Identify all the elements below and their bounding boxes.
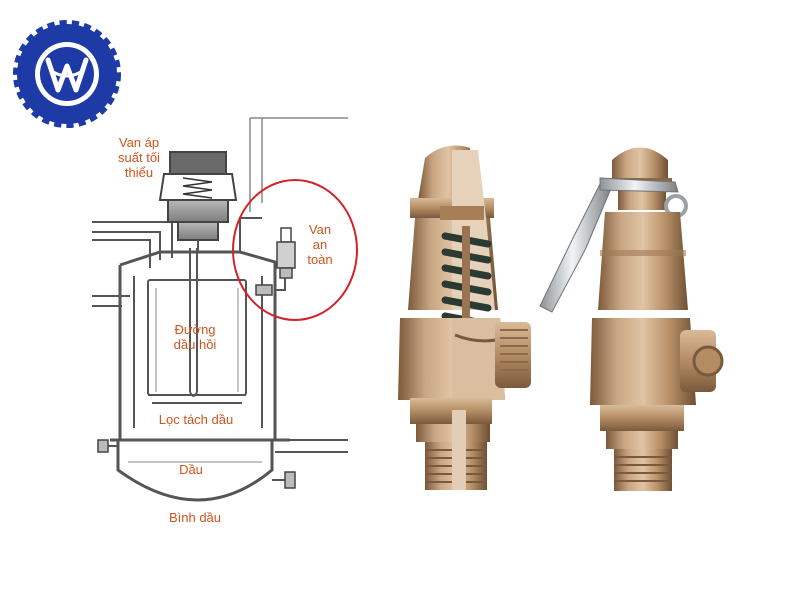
compressor-oil-diagram [92,117,348,502]
label-min-pressure-valve: Van áp suất tối thiểu [118,135,160,180]
safety-valve-highlight [232,179,358,321]
cutaway-safety-valve [398,145,531,490]
lever-safety-valve [539,147,724,491]
label-oil-tank: Bình dầu [168,510,222,525]
label-oil-separator-filter: Lọc tách dầu [158,412,234,427]
gear-logo-icon [13,20,121,128]
label-safety-valve: Van an toàn [307,222,333,267]
label-oil: Dầu [179,462,203,477]
label-oil-return-line: Đường dầu hồi [173,322,217,352]
